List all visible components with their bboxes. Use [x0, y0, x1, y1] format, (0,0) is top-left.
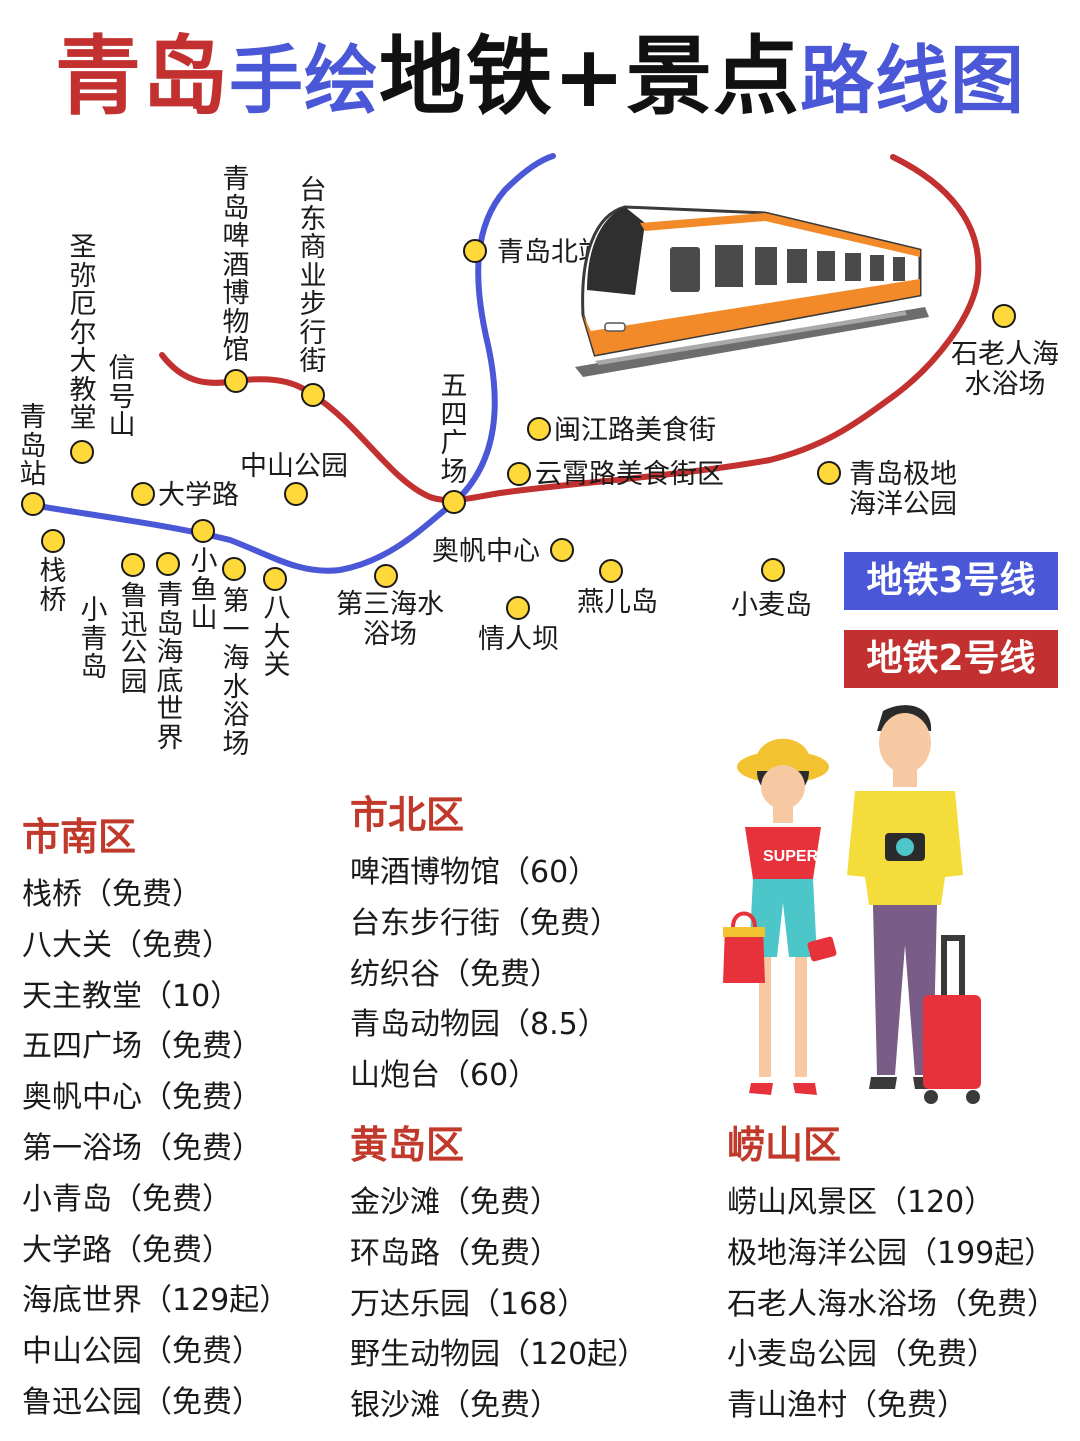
station-dot-badaguan	[263, 567, 287, 591]
station-dot-diyi-haishui	[222, 557, 246, 581]
attraction-list: 金沙滩（免费） 环岛路（免费） 万达乐园（168） 野生动物园（120起） 银沙…	[350, 1178, 647, 1432]
metro-map	[21, 153, 1016, 620]
station-dot-yunxiao	[507, 462, 531, 486]
station-haidi-shijie: 青岛海底世界	[156, 580, 184, 754]
station-dot-wusi	[442, 490, 466, 514]
shirt-text: SUPER	[763, 848, 819, 865]
attraction-item: 青山渔村（免费）	[727, 1388, 967, 1424]
station-dot-aofan	[550, 538, 574, 562]
station-dot-xiaoyushan	[191, 519, 215, 543]
attraction-item: 青岛动物园（8.5）	[350, 1007, 608, 1043]
station-dot-polar-ocean	[817, 461, 841, 485]
district-title: 市北区	[350, 793, 465, 837]
station-aofan: 奥帆中心	[432, 536, 540, 567]
station-dot-qingdao-north	[463, 239, 487, 263]
attraction-item: 鲁迅公园（免费）	[22, 1384, 262, 1420]
attraction-item: 中山公园（免费）	[22, 1334, 262, 1370]
legend-line2: 地铁2号线	[844, 630, 1058, 688]
station-church: 圣弥厄尔大教堂	[69, 232, 97, 434]
attraction-list: 崂山风景区（120） 极地海洋公园（199起） 石老人海水浴场（免费） 小麦岛公…	[727, 1178, 1057, 1432]
metro-train-illustration	[575, 205, 929, 377]
title-route-map: 路线图	[800, 38, 1026, 124]
station-markers	[21, 239, 1016, 620]
station-dot-daxuelu	[131, 482, 155, 506]
station-yanerdao: 燕儿岛	[577, 587, 658, 618]
station-xinhaoshan: 信号山	[108, 353, 136, 441]
attraction-list: 啤酒博物馆（60） 台东步行街（免费） 纺织谷（免费） 青岛动物园（8.5） 山…	[350, 848, 620, 1102]
district-shibei: 市北区 啤酒博物馆（60） 台东步行街（免费） 纺织谷（免费） 青岛动物园（8.…	[350, 790, 620, 1102]
station-zhongshan-park: 中山公园	[240, 451, 348, 482]
title-handdrawn: 手绘	[228, 38, 379, 124]
title-metro-sights: 地铁+景点	[378, 27, 801, 127]
station-dot-haidi-shijie	[156, 552, 180, 576]
legend-line3: 地铁3号线	[844, 552, 1058, 610]
title-city: 青岛	[54, 27, 229, 127]
attraction-item: 奥帆中心（免费）	[22, 1080, 262, 1116]
attraction-item: 环岛路（免费）	[350, 1235, 560, 1271]
station-dot-minjiang	[527, 417, 551, 441]
attraction-item: 八大关（免费）	[22, 927, 232, 963]
attraction-item: 天主教堂（10）	[22, 978, 241, 1014]
station-dot-beer-museum	[224, 369, 248, 393]
attraction-item: 金沙滩（免费）	[350, 1185, 560, 1220]
district-title: 市南区	[22, 815, 137, 859]
station-qingdao-zhan: 青岛站	[19, 402, 47, 490]
attraction-item: 野生动物园（120起）	[350, 1337, 648, 1373]
attraction-item: 纺织谷（免费）	[350, 956, 560, 992]
attraction-item: 极地海洋公园（199起）	[727, 1235, 1055, 1271]
station-dot-xiaomaidao	[761, 558, 785, 582]
station-beer-museum: 青岛啤酒博物馆	[222, 164, 250, 366]
station-polar-ocean: 青岛极地海洋公园	[849, 459, 957, 520]
station-xiaoyushan: 小鱼山	[190, 546, 218, 634]
station-badaguan: 八大关	[263, 593, 291, 681]
district-shinan: 市南区 栈桥（免费） 八大关（免费） 天主教堂（10） 五四广场（免费） 奥帆中…	[22, 812, 289, 1429]
station-zhanqiao: 栈桥	[39, 556, 67, 616]
attraction-item: 山炮台（60）	[350, 1058, 539, 1094]
attraction-item: 台东步行街（免费）	[350, 905, 620, 941]
station-dot-qingdao-zhan	[21, 492, 45, 516]
station-qingrenba: 情人坝	[478, 624, 559, 655]
attraction-item: 栈桥（免费）	[22, 877, 202, 912]
station-disan-haishui: 第三海水浴场	[336, 589, 444, 650]
station-dot-qingrenba	[506, 596, 530, 620]
station-daxuelu: 大学路	[158, 480, 239, 511]
station-yunxiao: 云霄路美食街区	[535, 459, 724, 490]
page-title: 青岛手绘地铁+景点路线图	[0, 22, 1080, 132]
station-minjiang: 闽江路美食街	[554, 415, 716, 446]
district-huangdao: 黄岛区 金沙滩（免费） 环岛路（免费） 万达乐园（168） 野生动物园（120起…	[350, 1120, 647, 1432]
attraction-item: 小麦岛公园（免费）	[727, 1337, 997, 1373]
district-title: 黄岛区	[350, 1123, 465, 1167]
district-title: 崂山区	[727, 1123, 842, 1167]
station-diyi-haishui: 第一海水浴场	[222, 586, 250, 760]
station-dot-taidong	[301, 383, 325, 407]
attraction-item: 啤酒博物馆（60）	[350, 855, 599, 890]
station-dot-shilaoren	[992, 304, 1016, 328]
tourist-couple-illustration: SUPER	[723, 705, 981, 1104]
attraction-item: 银沙滩（免费）	[350, 1388, 560, 1424]
attraction-item: 万达乐园（168）	[350, 1286, 588, 1322]
district-laoshan: 崂山区 崂山风景区（120） 极地海洋公园（199起） 石老人海水浴场（免费） …	[727, 1120, 1057, 1432]
attraction-item: 大学路（免费）	[22, 1232, 232, 1268]
station-dot-zhongshan-park	[284, 482, 308, 506]
station-dot-yanerdao	[599, 559, 623, 583]
attraction-item: 海底世界（129起）	[22, 1283, 290, 1319]
line2-route	[159, 154, 982, 504]
attraction-item: 小青岛（免费）	[22, 1181, 232, 1217]
station-luxun-park: 鲁迅公园	[120, 581, 148, 698]
attraction-item: 第一浴场（免费）	[22, 1130, 262, 1166]
station-dot-church	[70, 440, 94, 464]
station-wusi: 五四广场	[440, 371, 468, 488]
station-shilaoren: 石老人海水浴场	[951, 339, 1059, 400]
attraction-item: 五四广场（免费）	[22, 1029, 262, 1065]
attraction-item: 石老人海水浴场（免费）	[727, 1286, 1057, 1322]
station-xiaoqingdao: 小青岛	[80, 595, 108, 683]
attraction-list: 栈桥（免费） 八大关（免费） 天主教堂（10） 五四广场（免费） 奥帆中心（免费…	[22, 870, 289, 1429]
station-xiaomaidao: 小麦岛	[731, 590, 812, 621]
station-dot-luxun-park	[121, 553, 145, 577]
attraction-item: 崂山风景区（120）	[727, 1185, 995, 1220]
station-dot-zhanqiao	[41, 529, 65, 553]
station-taidong: 台东商业步行街	[299, 175, 327, 377]
station-dot-disan-haishui	[374, 564, 398, 588]
